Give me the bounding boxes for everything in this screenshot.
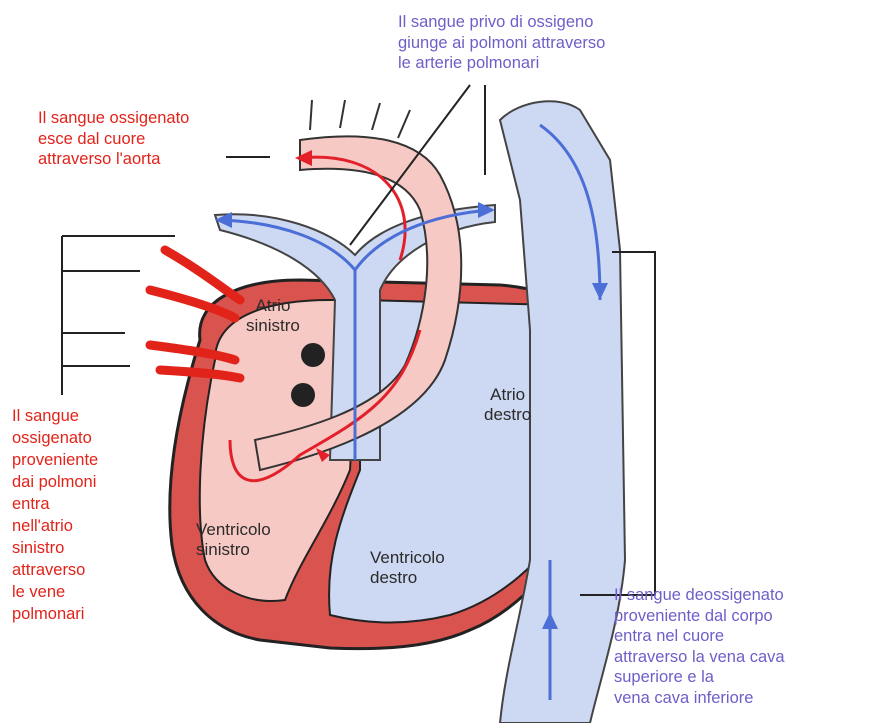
label-line: sinistro	[12, 537, 98, 559]
aorta-branches	[310, 100, 410, 138]
label-line: esce dal cuore	[38, 129, 189, 150]
chamber-label-line: sinistro	[196, 540, 271, 560]
label-line: attraverso la vena cava	[614, 647, 785, 668]
label-line: proveniente	[12, 449, 98, 471]
chamber-label-line: sinistro	[246, 316, 300, 336]
chamber-label-line: Ventricolo	[370, 548, 445, 568]
label-line: Il sangue privo di ossigeno	[398, 12, 605, 33]
label-line: le arterie polmonari	[398, 53, 605, 74]
label-pulmonary-arteries: Il sangue privo di ossigeno giunge ai po…	[398, 12, 605, 74]
label-line: giunge ai polmoni attraverso	[398, 33, 605, 54]
label-line: superiore e la	[614, 667, 785, 688]
chamber-label-line: destro	[370, 568, 445, 588]
chamber-label-line: Atrio	[484, 385, 531, 405]
chamber-label-line: Ventricolo	[196, 520, 271, 540]
label-pulmonary-veins: Il sangue ossigenato proveniente dai pol…	[12, 405, 98, 625]
chamber-left-atrium: Atrio sinistro	[246, 296, 300, 336]
label-line: attraverso l'aorta	[38, 149, 189, 170]
label-line: ossigenato	[12, 427, 98, 449]
valve-dot	[301, 343, 325, 367]
label-line: nell'atrio	[12, 515, 98, 537]
label-line: Il sangue	[12, 405, 98, 427]
label-line: entra nel cuore	[614, 626, 785, 647]
label-line: le vene	[12, 581, 98, 603]
label-line: vena cava inferiore	[614, 688, 785, 709]
label-vena-cava: Il sangue deossigenato proveniente dal c…	[614, 585, 785, 708]
label-line: attraverso	[12, 559, 98, 581]
valve-dot	[291, 383, 315, 407]
label-line: Il sangue ossigenato	[38, 108, 189, 129]
chamber-label-line: Atrio	[246, 296, 300, 316]
label-line: entra	[12, 493, 98, 515]
label-line: polmonari	[12, 603, 98, 625]
label-line: dai polmoni	[12, 471, 98, 493]
label-line: proveniente dal corpo	[614, 606, 785, 627]
chamber-label-line: destro	[484, 405, 531, 425]
chamber-right-atrium: Atrio destro	[484, 385, 531, 425]
chamber-right-ventricle: Ventricolo destro	[370, 548, 445, 588]
chamber-left-ventricle: Ventricolo sinistro	[196, 520, 271, 560]
label-aorta: Il sangue ossigenato esce dal cuore attr…	[38, 108, 189, 170]
label-line: Il sangue deossigenato	[614, 585, 785, 606]
